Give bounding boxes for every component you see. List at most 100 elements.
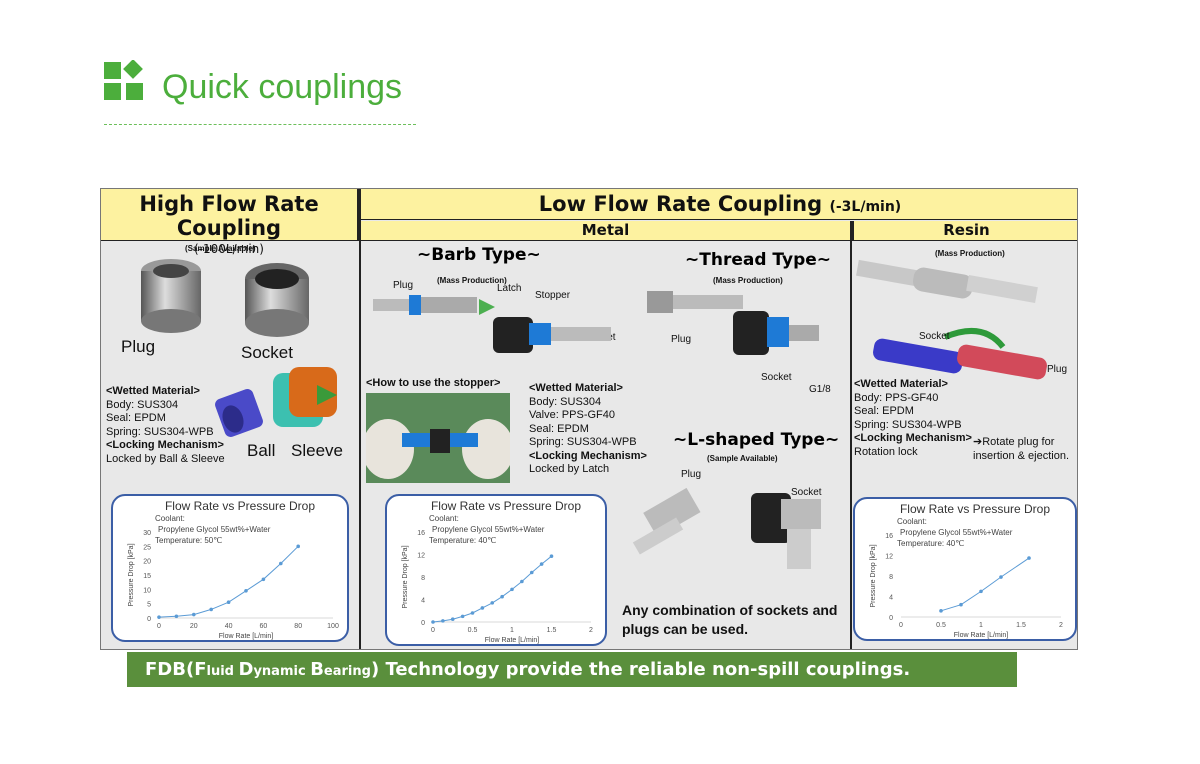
series-line xyxy=(158,545,299,618)
barb-coupling-photo xyxy=(373,295,611,353)
data-point xyxy=(261,577,266,582)
body-material: Body: SUS304 xyxy=(106,398,179,411)
ball-label: Ball xyxy=(247,441,276,460)
thread-title: ~Thread Type~ xyxy=(685,250,832,270)
high-spec: <Wetted Material> Body: SUS304 Seal: EPD… xyxy=(106,385,225,466)
resin-note: (Mass Production) xyxy=(935,249,1005,258)
x-tick-label: 1.5 xyxy=(1016,622,1026,629)
spring-material: Spring: SUS304-WPB xyxy=(106,425,214,438)
data-point xyxy=(226,600,231,605)
y-tick-label: 4 xyxy=(421,598,425,605)
seal-material: Seal: EPDM xyxy=(529,422,589,435)
stopper-usage-photo xyxy=(366,393,510,483)
spring-material: Spring: SUS304-WPB xyxy=(529,436,637,448)
lshaped-title: ~L-shaped Type~ xyxy=(673,430,840,450)
chart-annotation: Propylene Glycol 55wt%+Water xyxy=(158,525,271,534)
banner-ynamic: ynamic xyxy=(253,664,311,679)
data-point xyxy=(279,561,283,566)
y-tick-label: 8 xyxy=(421,575,425,582)
thread-coupling-photo xyxy=(647,291,819,355)
x-tick-label: 0.5 xyxy=(468,627,478,634)
locking-value: Rotation lock xyxy=(854,445,918,458)
series-line xyxy=(940,557,1030,612)
chart-annotation: Propylene Glycol 55wt%+Water xyxy=(900,528,1013,537)
seal-material: Seal: EPDM xyxy=(854,405,914,417)
resin-coupling-photo xyxy=(856,259,1047,380)
wetted-title: <Wetted Material> xyxy=(106,385,200,397)
y-tick-label: 12 xyxy=(885,554,893,561)
y-tick-label: 25 xyxy=(143,544,151,551)
banner-prefix: FDB( xyxy=(145,659,195,680)
x-tick-label: 2 xyxy=(589,627,593,634)
rotate-line-1: ➔Rotate plug for xyxy=(973,436,1055,448)
lshaped-note: (Sample Available) xyxy=(707,454,778,463)
locking-title: <Locking Mechanism> xyxy=(106,439,224,451)
chart-svg: Flow Rate vs Pressure DropCoolant:Propyl… xyxy=(870,502,1063,639)
x-tick-label: 1 xyxy=(510,627,514,634)
x-tick-label: 20 xyxy=(190,623,198,630)
stopper-howto: <How to use the stopper> xyxy=(366,377,501,389)
data-point xyxy=(470,611,475,615)
barb-title: ~Barb Type~ xyxy=(417,245,541,265)
y-tick-label: 16 xyxy=(885,533,893,540)
plug-photo xyxy=(141,259,201,333)
chart-title: Flow Rate vs Pressure Drop xyxy=(900,502,1050,516)
section-divider xyxy=(850,221,852,649)
low-flow-title: Low Flow Rate Coupling xyxy=(538,192,823,216)
latch-label: Latch xyxy=(497,283,522,294)
body-material: Body: PPS-GF40 xyxy=(854,391,939,404)
thread-plug-label: Plug xyxy=(671,334,692,345)
y-tick-label: 4 xyxy=(889,595,893,602)
data-point xyxy=(460,614,465,619)
valve-material: Valve: PPS-GF40 xyxy=(529,409,615,421)
logo-icon xyxy=(104,60,143,100)
data-point xyxy=(549,554,554,558)
series-line xyxy=(432,555,552,623)
data-point xyxy=(209,607,213,612)
data-point xyxy=(539,562,544,566)
chart-svg: Flow Rate vs Pressure DropCoolant:Propyl… xyxy=(128,499,339,640)
banner-earing: earing xyxy=(323,664,371,679)
data-point xyxy=(244,588,248,593)
y-tick-label: 15 xyxy=(143,573,151,580)
y-axis-label: Pressure Drop [kPa] xyxy=(402,545,409,608)
resin-spec: <Wetted Material> Body: PPS-GF40 Seal: E… xyxy=(854,378,972,459)
chart-annotation: Coolant: xyxy=(429,514,459,523)
data-point xyxy=(157,615,161,619)
chart-annotation: Coolant: xyxy=(155,514,185,523)
banner-luid: luid xyxy=(206,664,239,679)
data-point xyxy=(174,614,179,619)
x-axis-label: Flow Rate [L/min] xyxy=(485,637,540,644)
spring-material: Spring: SUS304-WPB xyxy=(854,418,962,431)
chart-annotation: Temperature: 40℃ xyxy=(429,536,496,545)
data-point xyxy=(431,620,435,624)
x-tick-label: 0 xyxy=(431,627,435,634)
y-tick-label: 10 xyxy=(143,587,151,594)
chart-annotation: Temperature: 40℃ xyxy=(897,539,964,548)
low-flow-range: (-3L/min) xyxy=(829,199,902,215)
resin-plug-label: Plug xyxy=(1047,364,1068,375)
x-tick-label: 1 xyxy=(979,622,983,629)
y-tick-label: 0 xyxy=(147,616,151,623)
rotate-line-2: insertion & ejection. xyxy=(973,449,1069,462)
high-flow-range: (-100L/min) xyxy=(194,242,264,256)
data-point xyxy=(441,619,445,623)
sleeve-label: Sleeve xyxy=(291,441,343,460)
y-tick-label: 12 xyxy=(417,553,425,560)
coupling-poster: High Flow Rate Coupling (-100L/min) Low … xyxy=(100,188,1078,650)
resin-socket-label: Socket xyxy=(919,331,950,342)
data-point xyxy=(959,602,963,607)
x-axis-label: Flow Rate [L/min] xyxy=(219,633,274,640)
barb-spec: <Wetted Material> Body: SUS304 Valve: PP… xyxy=(529,382,647,477)
y-tick-label: 0 xyxy=(421,620,425,627)
page-header: Quick couplings xyxy=(104,60,434,130)
chart-annotation: Temperature: 50℃ xyxy=(155,536,222,545)
y-tick-label: 16 xyxy=(417,530,425,537)
x-tick-label: 2 xyxy=(1059,622,1063,629)
x-axis-label: Flow Rate [L/min] xyxy=(954,632,1009,639)
y-tick-label: 0 xyxy=(889,615,893,622)
data-point xyxy=(979,589,983,594)
socket-label: Socket xyxy=(241,343,293,362)
